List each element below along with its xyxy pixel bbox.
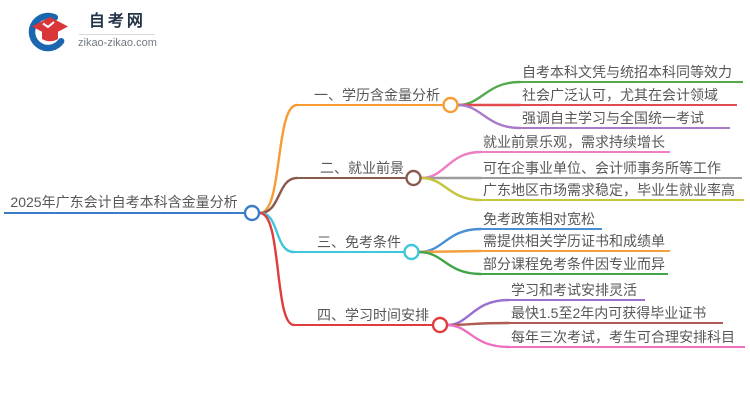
edge-branch1-leaf1 <box>456 80 522 107</box>
logo-divider <box>79 34 156 35</box>
leaf-node-2-2[interactable]: 可在企事业单位、会计师事务所等工作 <box>480 159 742 179</box>
leaf-node-1-3[interactable]: 强调自主学习与全国统一考试 <box>519 109 730 129</box>
edge-branch1-leaf3 <box>456 103 522 130</box>
leaf-node-4-1[interactable]: 学习和考试安排灵活 <box>508 281 645 301</box>
edge-branch3-leaf1 <box>417 227 483 254</box>
leaf-node-3-1[interactable]: 免考政策相对宽松 <box>480 210 602 230</box>
leaf-node-2-3[interactable]: 广东地区市场需求稳定，毕业生就业率高 <box>480 181 744 201</box>
node-handle-branch4[interactable] <box>431 316 449 334</box>
edge-root-branch2 <box>258 176 299 215</box>
edge-root-branch1 <box>258 103 299 215</box>
leaf-node-4-3[interactable]: 每年三次考试，考生可合理安排科目 <box>508 328 745 348</box>
leaf-node-2-1[interactable]: 就业前景乐观，需求持续增长 <box>480 133 670 153</box>
branch-node-2[interactable]: 二、就业前景 <box>297 157 407 179</box>
edge-branch3-leaf3 <box>417 250 483 276</box>
cap-chevron <box>42 21 55 29</box>
root-node[interactable]: 2025年广东会计自考本科含金量分析 <box>4 190 244 214</box>
edge-branch3-leaf2 <box>417 249 483 254</box>
edge-root-branch4 <box>258 211 296 327</box>
leaf-node-1-2[interactable]: 社会广泛认可，尤其在会计领域 <box>519 86 737 106</box>
node-handle-branch1[interactable] <box>442 96 459 114</box>
leaf-node-3-2[interactable]: 需提供相关学历证书和成绩单 <box>480 232 670 252</box>
branch-node-4[interactable]: 四、学习时间安排 <box>294 304 432 326</box>
logo-swoosh <box>28 12 65 52</box>
edge-branch2-leaf3 <box>419 176 483 202</box>
site-logo[interactable]: 自考网 zikao-zikao.com <box>28 9 157 53</box>
leaf-node-4-2[interactable]: 最快1.5至2年内可获得毕业证书 <box>508 304 723 324</box>
branch-node-1[interactable]: 一、学历含金量分析 <box>297 84 443 106</box>
brand-name: 自考网 <box>88 13 146 30</box>
node-handle-branch3[interactable] <box>403 243 420 261</box>
edge-root-branch3 <box>258 211 296 254</box>
node-handle-branch2[interactable] <box>405 169 422 187</box>
leaf-node-3-3[interactable]: 部分课程免考条件因专业而异 <box>480 255 668 275</box>
cap-base <box>42 30 58 42</box>
branch-node-3[interactable]: 三、免考条件 <box>294 231 404 253</box>
edge-branch4-leaf1 <box>445 298 511 327</box>
leaf-node-1-1[interactable]: 自考本科文凭与统招本科同等效力 <box>519 63 743 83</box>
edge-branch4-leaf3 <box>445 323 511 349</box>
edge-branch2-leaf1 <box>419 150 483 180</box>
brand-domain: zikao-zikao.com <box>78 37 157 49</box>
graduation-cap-icon <box>28 12 68 52</box>
node-handle-root[interactable] <box>243 204 261 222</box>
